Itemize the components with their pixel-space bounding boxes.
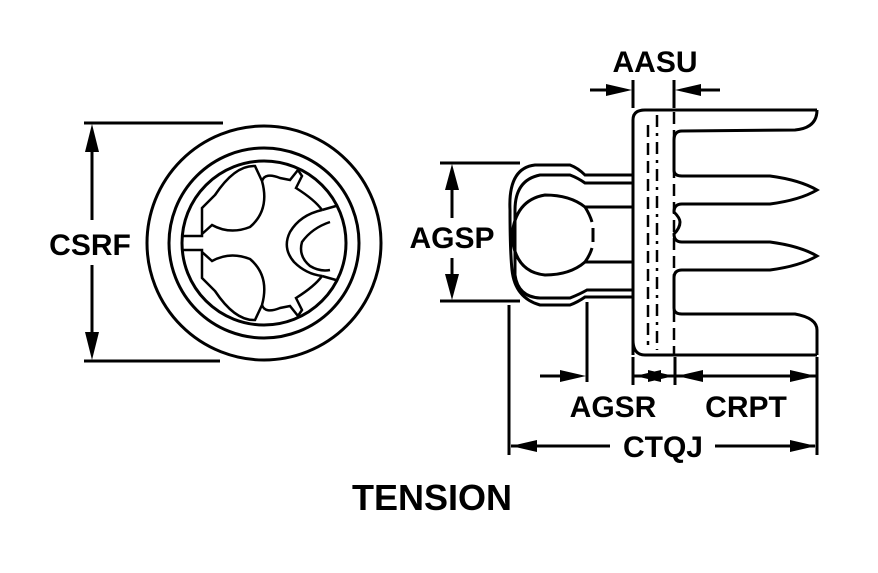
agsp-arrow-down — [445, 274, 459, 300]
middle-ring — [167, 146, 361, 340]
ctqj-arrow-left — [511, 440, 537, 452]
crpt-arrow-right — [790, 370, 816, 382]
front-view: CSRF — [49, 121, 383, 363]
aasu-label: AASU — [612, 46, 697, 79]
crpt-arrow-left — [677, 370, 703, 382]
caption: TENSION — [352, 477, 512, 518]
csrf-arrow-up — [85, 124, 99, 152]
spring-mechanism — [183, 164, 337, 322]
agsp-arrow-up — [445, 164, 459, 190]
inner-ring — [180, 159, 348, 327]
prongs — [672, 109, 820, 355]
head — [508, 163, 633, 307]
ctqj-label: CTQJ — [623, 431, 703, 464]
crpt-label: CRPT — [705, 391, 787, 424]
csrf-arrow-down — [85, 332, 99, 360]
plate-bottom — [631, 339, 817, 357]
plate-outline — [631, 108, 817, 355]
outer-ring — [145, 124, 383, 362]
agsr-label: AGSR — [570, 391, 657, 424]
csrf-label: CSRF — [49, 229, 131, 262]
ctqj-arrow-right — [790, 440, 816, 452]
plate-arrow-right — [648, 370, 674, 382]
aasu-arrow-left — [675, 84, 701, 96]
agsr-arrow — [560, 370, 586, 382]
agsp-label: AGSP — [409, 222, 494, 255]
aasu-arrow-right — [606, 84, 632, 96]
side-view: AASU AGSP — [409, 46, 820, 464]
